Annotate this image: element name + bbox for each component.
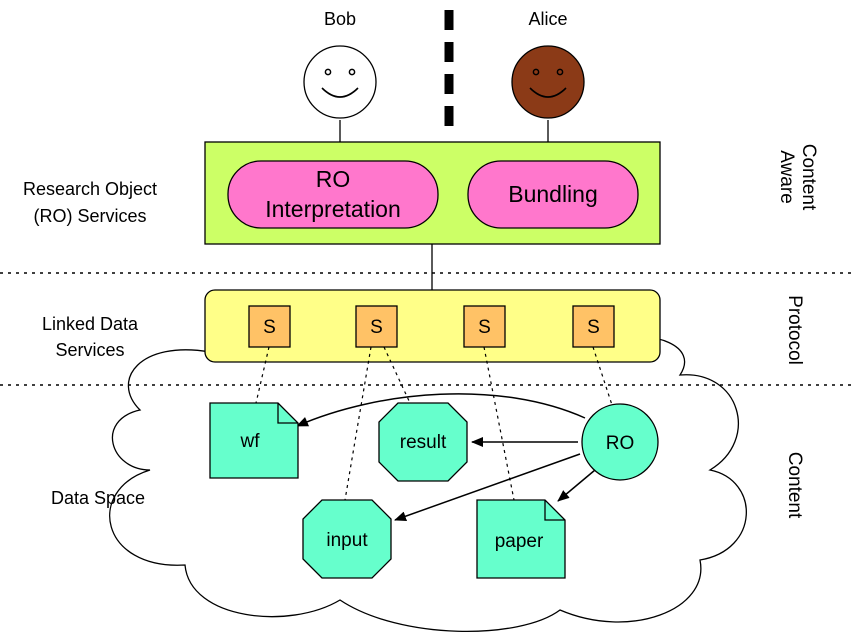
- ro-interpretation-pill: [227, 160, 439, 229]
- bundling-pill: [467, 160, 639, 229]
- linked-data-label-line2: Services: [55, 340, 124, 360]
- bob-name: Bob: [324, 9, 356, 29]
- service-box-2: [355, 305, 398, 348]
- service-box-3: [463, 305, 506, 348]
- ro-services-label-line2: (RO) Services: [33, 206, 146, 226]
- wf-document: [209, 402, 299, 479]
- alice-avatar-icon: [511, 45, 585, 119]
- service-resource-links: [255, 346, 613, 501]
- ro-node: [581, 403, 659, 481]
- data-space-cloud: [109, 336, 747, 632]
- service-box-4: [572, 305, 615, 348]
- paper-document: [476, 499, 566, 579]
- alice-face: [511, 45, 585, 119]
- content-aware-label-line2: Aware: [776, 150, 797, 204]
- data-space-label: Data Space: [51, 488, 145, 508]
- protocol-label: Protocol: [784, 295, 805, 365]
- alice-name: Alice: [528, 9, 567, 29]
- bob-face: [303, 45, 377, 119]
- ro-services-label-line1: Research Object: [23, 179, 157, 199]
- result-node: [378, 402, 468, 482]
- linked-data-services-box: [204, 289, 661, 363]
- ro-interpretation-line1: RO: [316, 166, 351, 192]
- paper-label: paper: [495, 531, 544, 552]
- ro-arrows: [296, 393, 596, 522]
- content-aware-label-line1: Content: [798, 144, 819, 211]
- linked-data-label-line1: Linked Data: [42, 314, 139, 334]
- bundling-label: Bundling: [508, 181, 598, 207]
- content-label: Content: [784, 452, 805, 519]
- bob-avatar-icon: [303, 45, 377, 119]
- input-label: input: [326, 530, 368, 551]
- service-box-1: [248, 305, 291, 348]
- result-label: result: [400, 432, 447, 453]
- input-node: [302, 499, 392, 579]
- wf-label: wf: [240, 431, 261, 452]
- ro-label: RO: [606, 433, 635, 454]
- ro-interpretation-line2: Interpretation: [265, 196, 401, 222]
- service-label-2: S: [370, 317, 383, 338]
- service-label-4: S: [587, 317, 600, 338]
- service-label-3: S: [478, 317, 491, 338]
- service-label-1: S: [263, 317, 276, 338]
